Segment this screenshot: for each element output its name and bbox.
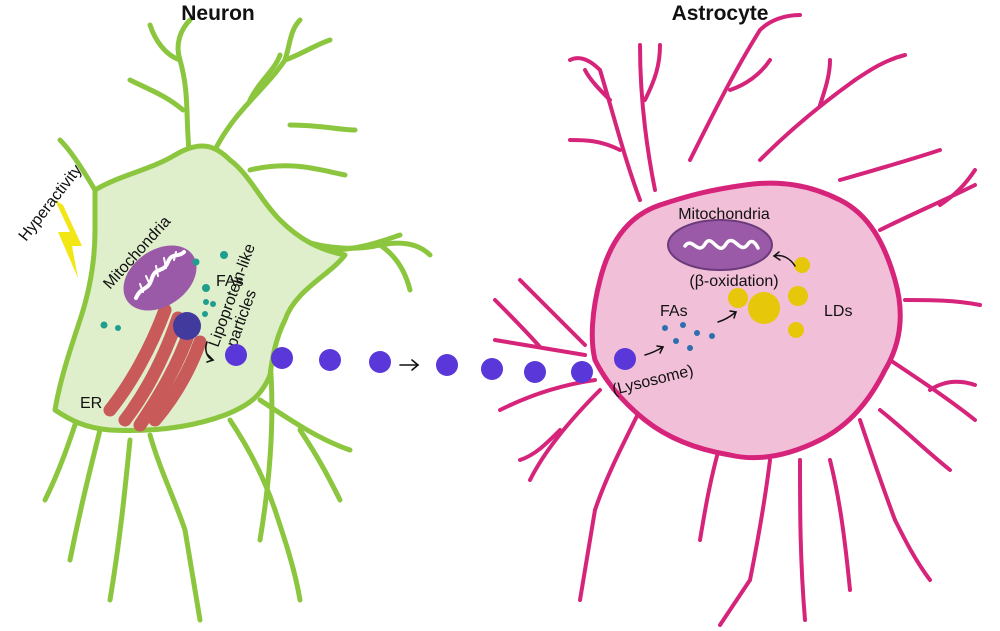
neuron-body [52,143,348,433]
astrocyte-fas-label: FAs [660,303,688,320]
particle [614,348,636,370]
particle [319,349,341,371]
astrocyte-title: Astrocyte [672,2,769,25]
beta-oxidation-label: (β-oxidation) [689,273,778,290]
lipoprotein-particles-transfer [225,344,636,383]
particle [369,351,391,373]
particle [225,344,247,366]
astrocyte-fatty-acids [662,322,715,351]
particle [524,361,546,383]
neuron-fatty-acids [100,251,228,331]
astrocyte-mitochondria-label: Mitochondria [678,206,770,223]
er-label: ER [80,395,102,412]
particle [481,358,503,380]
lipoprotein-particle-internal [173,312,201,340]
particle [571,361,593,383]
neuron-cell [42,17,433,623]
neuron-mitochondria [123,245,197,311]
astrocyte-lipid-droplets [728,257,810,338]
astrocyte-processes [493,13,982,627]
astrocyte-cell [493,13,982,627]
neuron-title: Neuron [181,2,255,25]
lightning-icon [55,200,82,278]
neuron-fas-label: FAs [216,273,244,290]
lds-label: LDs [824,303,852,320]
curved-arrow-icon [205,341,215,363]
curved-arrow-icon [644,251,796,356]
particle [436,354,458,376]
arrow-right-icon [399,359,420,371]
astrocyte-mitochondria [667,219,773,271]
particle [271,347,293,369]
neuron-dendrites [42,17,433,623]
